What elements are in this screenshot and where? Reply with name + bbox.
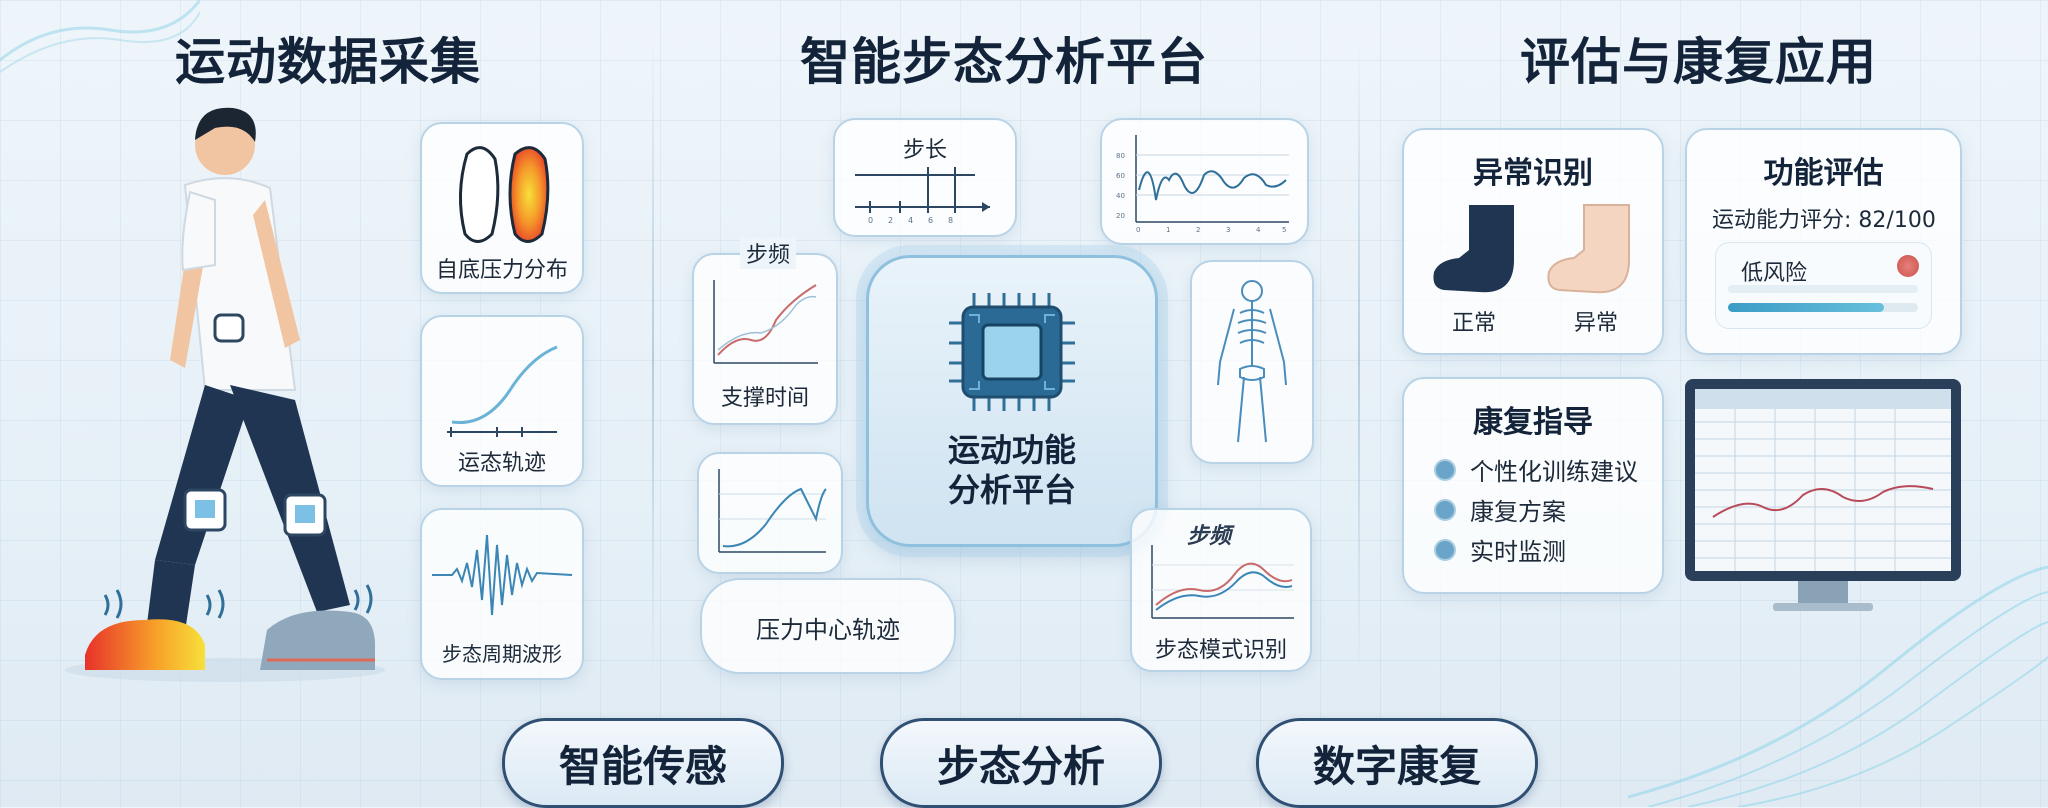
bullet-dot-icon [1434,458,1456,481]
card-skeleton [1190,260,1314,464]
card-label: 自底压力分布 [435,258,568,283]
core-platform-box: 运动功能 分析平台 [866,255,1158,547]
list-item-label: 个性化训练建议 [1470,458,1638,486]
tick-label: 60 [1116,172,1125,180]
sole-pressure-icon [459,146,550,243]
walking-person-illustration [65,107,385,682]
trajectory-icon [447,345,558,437]
score-progress-fill [1728,303,1884,312]
abnormal-sock-icon [1547,204,1630,294]
tick-label: 3 [1226,226,1230,234]
card-cop-chart [697,452,843,574]
normal-label: 正常 [1452,311,1497,336]
gait-pattern-chart [1151,545,1294,619]
section-divider [1358,40,1360,680]
bullet-dot-icon [1434,538,1456,561]
list-item: 实时监测 [1434,532,1566,567]
card-label: 压力中心轨迹 [756,616,900,644]
card-abnormal-detection: 异常识别 正常 异常 [1402,128,1664,355]
abnormal-label: 异常 [1574,311,1619,336]
tick-label: 4 [908,216,913,225]
core-platform-title-line: 分析平台 [947,471,1076,509]
card-support-time: 步频 支撑时间 [692,237,838,425]
risk-indicator-icon [1897,255,1919,277]
card-label: 运态轨迹 [457,451,546,476]
tick-label: 20 [1116,212,1125,220]
tick-label: 2 [1196,226,1200,234]
decorative-wave-bottom-right [1628,565,2048,807]
card-label: 步态周期波形 [442,642,562,666]
support-time-chart [713,280,818,364]
card-title: 异常识别 [1473,156,1593,191]
card-gait-waveform: 步态周期波形 [420,508,584,680]
card-label: 步态模式识别 [1154,638,1287,663]
core-platform-title: 运动功能 分析平台 [869,430,1155,510]
card-sole-pressure: 自底压力分布 [420,122,584,294]
pill-smart-sensing: 智能传感 [502,718,784,808]
score-value: 82/100 [1858,208,1936,233]
monitor-illustration [1685,379,1961,611]
pill-gait-analysis: 步态分析 [880,718,1162,808]
chip-icon [949,293,1075,411]
list-item-label: 实时监测 [1470,538,1566,566]
normal-sock-icon [1433,205,1514,293]
tick-label: 2 [888,216,893,225]
card-label-cadence: 步频 [1187,524,1232,549]
tick-label: 8 [948,216,953,225]
core-platform-title-line: 运动功能 [947,431,1076,469]
section-title-apply: 评估与康复应用 [1520,33,1877,91]
score-label: 运动能力评分: [1712,208,1852,233]
card-label: 步长 [902,138,947,163]
tick-label: 0 [868,216,873,225]
card-gait-pattern: 步频 步态模式识别 [1130,508,1312,672]
skeleton-icon [1217,280,1287,443]
card-title: 功能评估 [1763,156,1884,191]
card-rehab-guidance: 康复指导 个性化训练建议 康复方案 实时监测 [1402,377,1664,594]
bullet-dot-icon [1434,498,1456,521]
card-step-length: 步长 0 2 4 6 8 [833,118,1017,237]
card-motion-trajectory: 运态轨迹 [420,315,584,487]
risk-label: 低风险 [1741,261,1808,286]
tick-label: 80 [1116,152,1125,160]
tick-label: 1 [1166,226,1170,234]
section-title-platform: 智能步态分析平台 [800,33,1208,91]
card-title: 康复指导 [1473,405,1593,440]
card-label-cadence: 步频 [740,237,797,269]
section-divider [652,40,654,680]
pill-digital-rehab: 数字康复 [1256,718,1538,808]
tick-label: 6 [928,216,933,225]
tick-label: 5 [1282,226,1286,234]
cop-chart [718,469,827,553]
tick-label: 4 [1256,226,1261,234]
tick-label: 0 [1136,226,1140,234]
card-label: 支撑时间 [720,386,809,411]
score-row: 运动能力评分: 82/100 [1712,202,1936,234]
waveform-icon [432,534,572,616]
risk-track [1728,285,1918,293]
step-length-axis: 0 2 4 6 8 [855,167,990,225]
list-item: 个性化训练建议 [1434,452,1638,487]
card-wave-chart: 80 60 40 20 0 1 2 3 4 5 [1100,118,1309,245]
risk-panel: 低风险 [1715,242,1932,329]
tick-label: 40 [1116,192,1125,200]
card-cop-trajectory: 压力中心轨迹 [700,578,956,674]
wave-chart: 80 60 40 20 0 1 2 3 4 5 [1116,135,1289,234]
card-function-assessment: 功能评估 运动能力评分: 82/100 低风险 [1685,128,1962,355]
list-item: 康复方案 [1434,492,1566,527]
score-progress-track [1728,303,1918,312]
decorative-wave-top-left [0,0,200,73]
section-title-collect: 运动数据采集 [175,33,481,91]
list-item-label: 康复方案 [1470,498,1566,526]
